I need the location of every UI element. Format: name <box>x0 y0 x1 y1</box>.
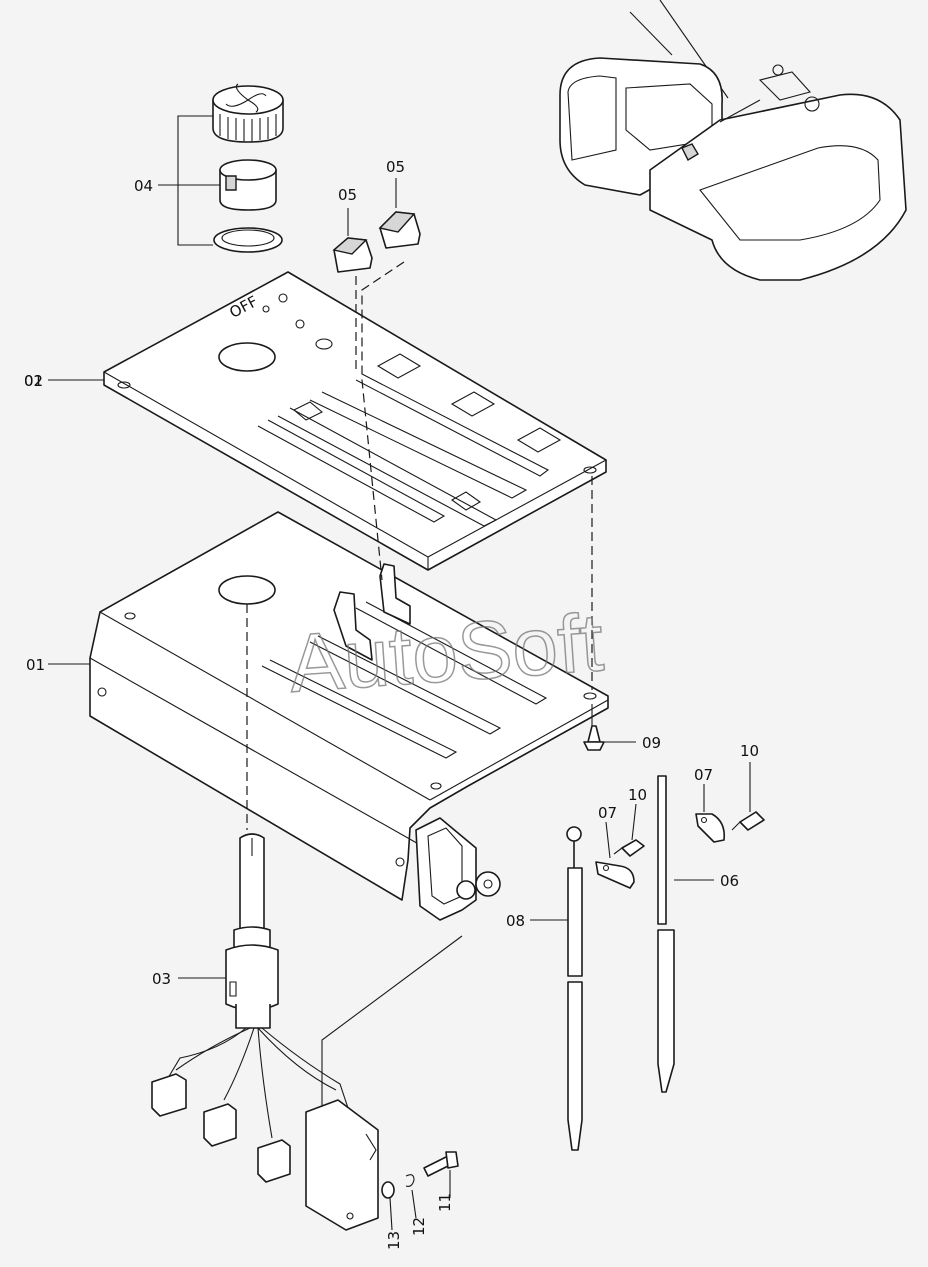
callout-04: 04 <box>134 177 153 195</box>
callout-06: 06 <box>720 872 739 890</box>
screw-set <box>381 1151 459 1231</box>
callout-07-left: 07 <box>598 804 617 822</box>
callout-05-left: 05 <box>338 186 357 204</box>
callout-01: 01 <box>26 656 45 674</box>
clamps-bolts <box>595 762 765 889</box>
callout-10-left: 10 <box>628 786 647 804</box>
hardware-09 <box>583 725 636 751</box>
top-plate <box>103 271 607 571</box>
switch-assembly <box>151 833 379 1231</box>
rod-08 <box>530 826 583 1151</box>
knob-assembly <box>158 83 284 253</box>
caps <box>332 178 421 273</box>
rod-06 <box>657 775 714 1093</box>
callout-07-right: 07 <box>694 766 713 784</box>
callout-03: 03 <box>152 970 171 988</box>
callout-02: 02 <box>24 372 43 390</box>
callout-10-right: 10 <box>740 742 759 760</box>
main-box <box>89 511 609 921</box>
callout-01: 01 <box>24 372 43 390</box>
assembly-lines <box>246 261 593 1120</box>
callout-13: 13 <box>385 1231 403 1250</box>
callout-08: 08 <box>506 912 525 930</box>
callout-05-right: 05 <box>386 158 405 176</box>
watermark-text: AutoSoft <box>286 597 606 710</box>
callout-12: 12 <box>410 1217 428 1236</box>
excavator-inset <box>559 0 907 281</box>
callout-11: 11 <box>436 1193 454 1212</box>
callout-09: 09 <box>642 734 661 752</box>
